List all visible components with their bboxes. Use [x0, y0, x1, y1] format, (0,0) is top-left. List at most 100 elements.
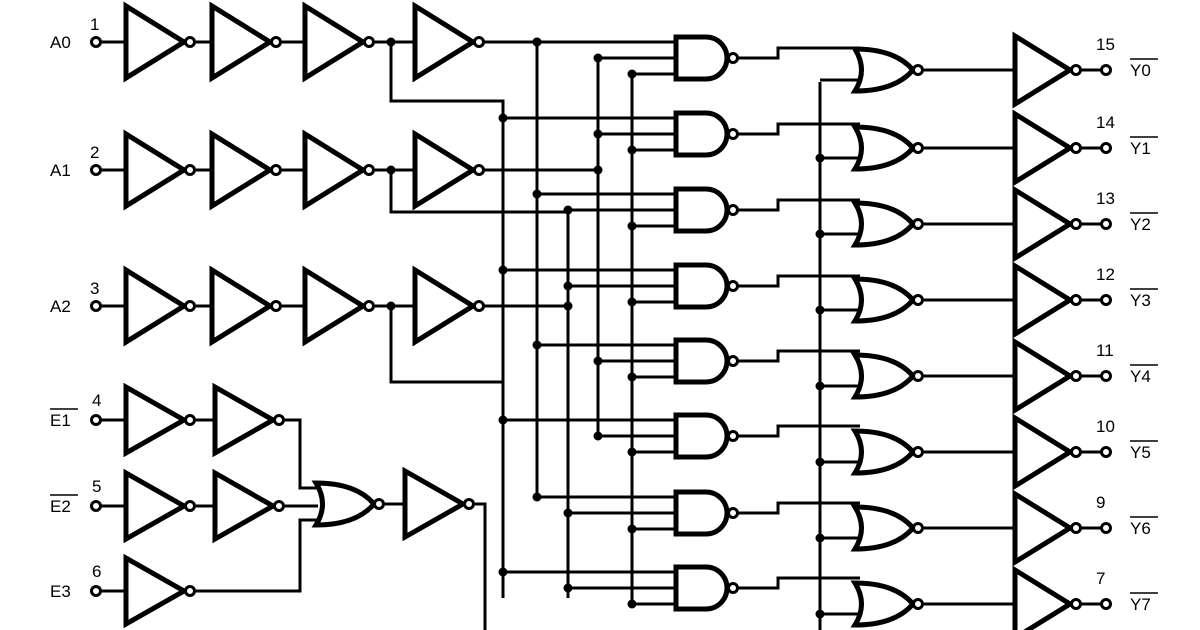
nand-gate	[673, 489, 730, 537]
wire	[738, 349, 860, 363]
inversion-bubble	[912, 64, 924, 76]
inversion-bubble	[1070, 522, 1082, 534]
inversion-bubble	[912, 598, 924, 610]
inversion-bubble	[363, 164, 375, 176]
pin-number-3: 3	[90, 279, 99, 298]
inversion-bubble	[473, 36, 485, 48]
inversion-bubble	[727, 280, 739, 292]
input-label-e3: E3	[50, 582, 71, 601]
inverter-gate	[412, 265, 478, 347]
output-pin-y5	[1100, 446, 1112, 458]
output-pin-y0	[1100, 64, 1112, 76]
inversion-bubble	[473, 300, 485, 312]
junction-dot	[593, 53, 603, 63]
junction-dot	[627, 221, 637, 231]
inverter-gate	[1012, 261, 1075, 339]
nor-gate	[850, 200, 917, 248]
inversion-bubble	[363, 36, 375, 48]
inversion-bubble	[184, 585, 196, 597]
junction-dot	[498, 567, 508, 577]
junction-dot	[627, 447, 637, 457]
junction-dot	[563, 583, 573, 593]
wire	[196, 518, 318, 593]
junction-dot	[815, 229, 825, 239]
pin-number-2: 2	[90, 143, 99, 162]
input-label-a0: A0	[50, 33, 71, 52]
wire	[738, 424, 860, 438]
wire	[475, 502, 487, 630]
junction-dot	[532, 340, 542, 350]
output-label-y2: Y2	[1130, 215, 1151, 234]
inversion-bubble	[463, 498, 475, 510]
inversion-bubble	[912, 370, 924, 382]
inverter-gate	[123, 265, 189, 347]
nand-gate	[673, 110, 730, 158]
pin-number-15: 15	[1096, 35, 1115, 54]
inversion-bubble	[1070, 218, 1082, 230]
inverter-gate	[412, 129, 478, 211]
junction-dot	[593, 356, 603, 366]
inversion-bubble	[184, 414, 196, 426]
wire	[389, 42, 505, 598]
junction-dot	[563, 281, 573, 291]
pin-number-6: 6	[92, 562, 101, 581]
inverter-gate	[209, 265, 275, 347]
junction-dot	[563, 301, 573, 311]
junction-dot	[815, 305, 825, 315]
output-pin-y1	[1100, 142, 1112, 154]
inverter-gate	[302, 129, 368, 211]
junction-dot	[563, 508, 573, 518]
input-label-a1: A1	[50, 161, 71, 180]
pin-number-11: 11	[1096, 341, 1114, 360]
junction-dots	[386, 37, 825, 619]
inverter-gate	[212, 382, 279, 458]
junction-dot	[532, 37, 542, 47]
nor-gate	[850, 276, 917, 324]
wire	[738, 198, 860, 212]
junction-dot	[593, 165, 603, 175]
output-pin-y6	[1100, 522, 1112, 534]
inverter-gate	[1012, 109, 1075, 187]
output-label-y7: Y7	[1130, 595, 1151, 614]
wire	[285, 418, 318, 490]
junction-dot	[386, 37, 396, 47]
nor-gate	[311, 480, 378, 528]
inversion-bubble	[727, 430, 739, 442]
labels: A01A12A23E14E25E3615Y014Y113Y212Y311Y410…	[50, 15, 1158, 614]
wire	[738, 122, 860, 136]
output-label-y5: Y5	[1130, 443, 1151, 462]
output-pin-y7	[1100, 598, 1112, 610]
nor-gate	[850, 580, 917, 628]
inversion-bubble	[1070, 64, 1082, 76]
inversion-bubble	[912, 294, 924, 306]
wire	[738, 576, 860, 590]
nor-gate	[850, 504, 917, 552]
output-pin-y4	[1100, 370, 1112, 382]
pin-number-5: 5	[92, 477, 101, 496]
input-pin-a2	[90, 300, 102, 312]
inversion-bubble	[727, 582, 739, 594]
junction-dot	[498, 265, 508, 275]
inverter-gate	[123, 382, 190, 458]
junction-dot	[627, 145, 637, 155]
wire	[389, 170, 570, 598]
nor-gate	[850, 352, 917, 400]
junction-dot	[627, 297, 637, 307]
junction-dot	[815, 381, 825, 391]
nand-gate	[673, 262, 730, 310]
inversion-bubble	[727, 204, 739, 216]
input-pin-a0	[90, 36, 102, 48]
inversion-bubble	[184, 164, 196, 176]
inversion-bubble	[727, 355, 739, 367]
inverter-gate	[1012, 31, 1075, 109]
pin-number-9: 9	[1096, 493, 1105, 512]
nor-gate	[850, 46, 917, 94]
inversion-bubble	[270, 36, 282, 48]
inversion-bubble	[1070, 370, 1082, 382]
junction-dot	[563, 205, 573, 215]
inverter-gate	[123, 129, 189, 211]
junction-dot	[593, 431, 603, 441]
inverter-gate	[123, 553, 190, 629]
pin-number-10: 10	[1096, 417, 1115, 436]
junction-dot	[627, 372, 637, 382]
